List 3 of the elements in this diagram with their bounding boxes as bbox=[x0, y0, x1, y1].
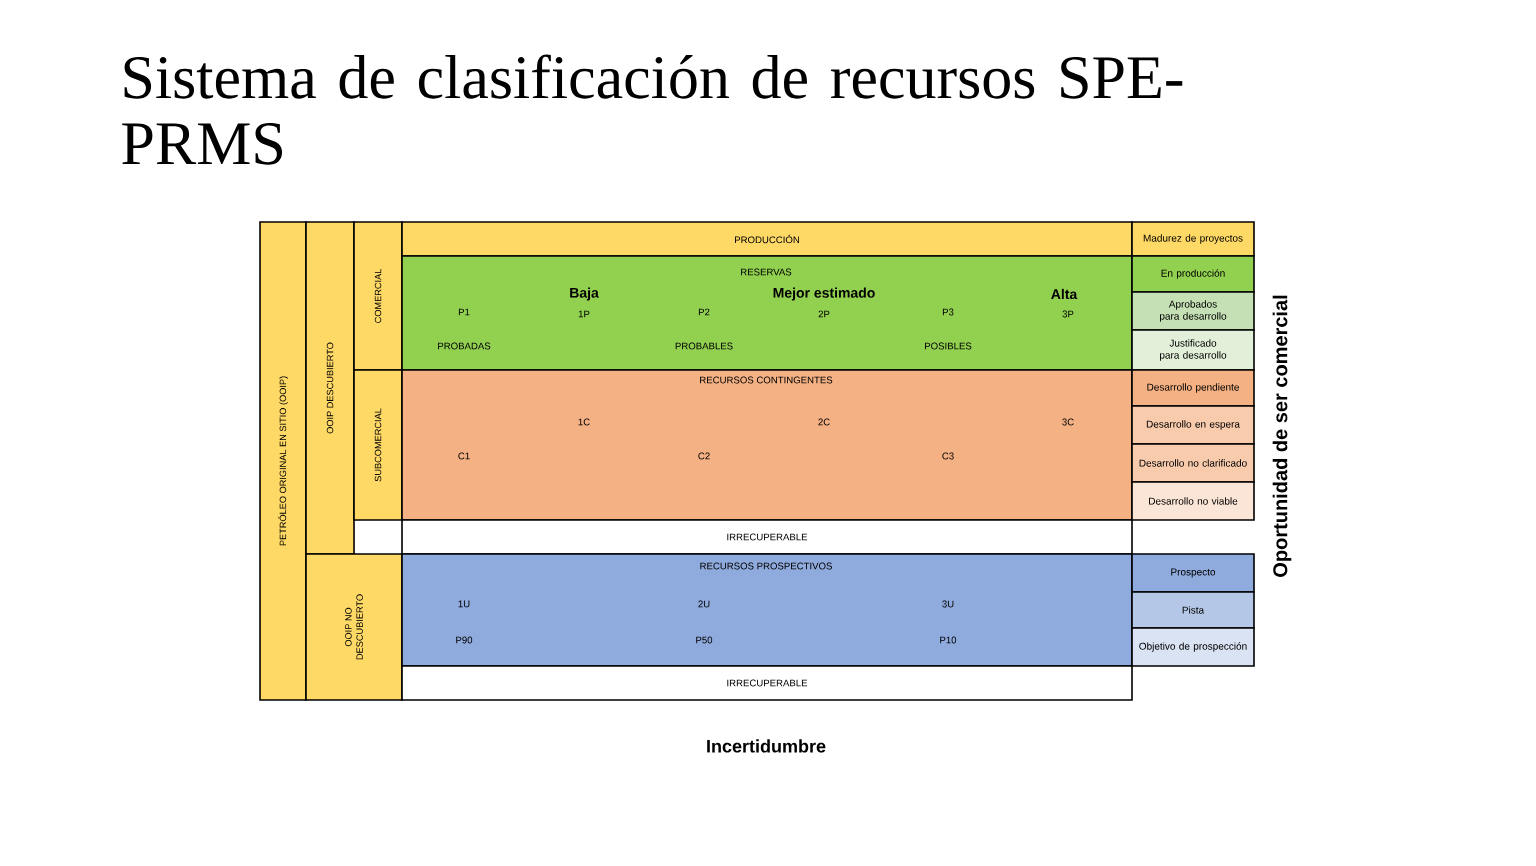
axis-label: Oportunidad de ser comercial bbox=[1272, 295, 1292, 577]
axis-label: Incertidumbre bbox=[707, 739, 826, 753]
title: Sistema de clasificación de recursos SPE-PRMS bbox=[122, 54, 1183, 165]
